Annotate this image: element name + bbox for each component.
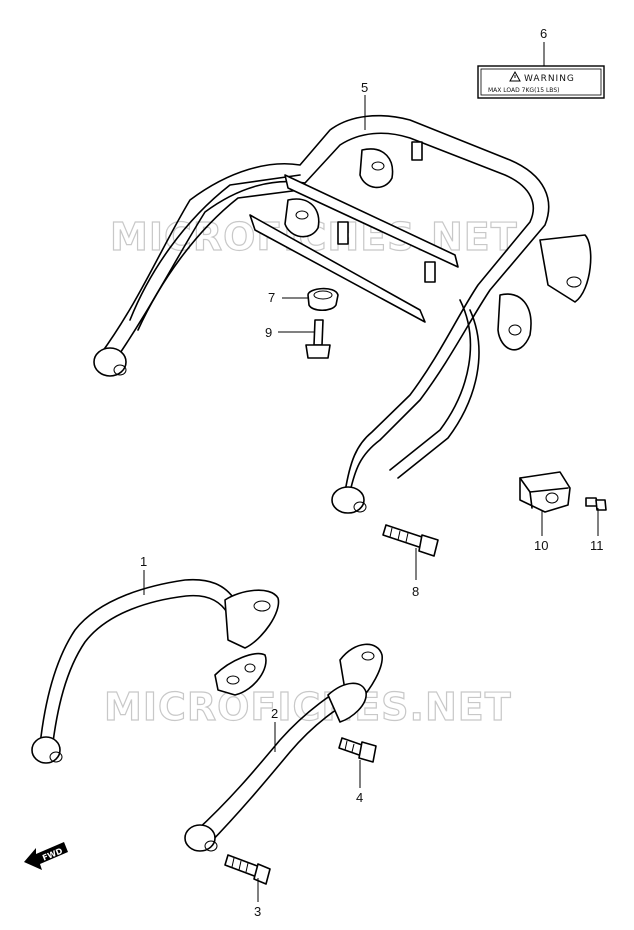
fwd-arrow-icon: FWD xyxy=(24,842,68,870)
callout-1: 1 xyxy=(140,554,147,569)
callout-3: 3 xyxy=(254,904,261,919)
part-5-carrier[interactable] xyxy=(93,114,592,514)
callout-8: 8 xyxy=(412,584,419,599)
callout-6: 6 xyxy=(540,26,547,41)
part-2-grab-bar[interactable] xyxy=(184,643,383,852)
callout-7: 7 xyxy=(268,290,275,305)
callout-11: 11 xyxy=(590,538,604,553)
watermark-bottom: MICROFICHES.NET xyxy=(104,685,512,729)
callout-9: 9 xyxy=(265,325,272,340)
part-9-bolt[interactable] xyxy=(305,319,331,359)
part-7-grommet[interactable] xyxy=(307,287,339,312)
warning-subtext: MAX LOAD 7KG(15 LBS) xyxy=(488,87,559,94)
warning-triangle-icon xyxy=(509,70,521,82)
part-3-bolt[interactable] xyxy=(224,854,271,885)
callout-4: 4 xyxy=(356,790,363,805)
part-4-bolt[interactable] xyxy=(338,737,377,763)
callout-10: 10 xyxy=(534,538,548,553)
callout-2: 2 xyxy=(271,706,278,721)
part-8-bolt[interactable] xyxy=(382,524,439,557)
warning-title: WARNING xyxy=(524,74,575,84)
part-11-screw[interactable] xyxy=(585,497,607,511)
part-6-warning-label[interactable]: WARNING MAX LOAD 7KG(15 LBS) xyxy=(477,65,605,99)
callout-5: 5 xyxy=(361,80,368,95)
part-10-clamp[interactable] xyxy=(519,471,571,513)
part-1-grab-bar[interactable] xyxy=(31,578,280,764)
fwd-label: FWD xyxy=(41,846,64,862)
